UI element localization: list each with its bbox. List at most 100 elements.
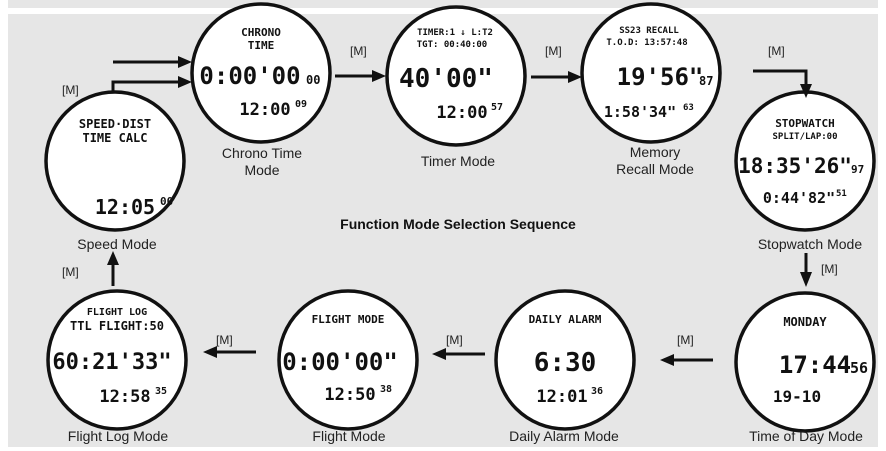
lcd-main: 18:35'26" bbox=[738, 154, 852, 178]
lcd-split: 0:44'82" bbox=[763, 189, 835, 207]
lcd-line2: T.O.D: 13:57:48 bbox=[606, 38, 687, 48]
lcd-seconds: 57 bbox=[491, 102, 503, 113]
top-banner bbox=[8, 0, 878, 8]
lcd-main-hundredths: 97 bbox=[851, 163, 864, 176]
lcd-main: 6:30 bbox=[534, 348, 597, 378]
lcd-time: 12:50 bbox=[324, 385, 375, 405]
arrow-stopwatch-to-tod bbox=[800, 253, 812, 287]
watch-flight-log-mode: FLIGHT LOG TTL FLIGHT:50 60:21'33" 12:58… bbox=[46, 289, 188, 431]
watch-daily-alarm-mode: DAILY ALARM 6:30 12:01 36 bbox=[494, 289, 636, 431]
lcd-line1: TIMER:1 ↓ L:T2 bbox=[417, 28, 493, 38]
lcd-line1: FLIGHT MODE bbox=[312, 313, 385, 326]
key-label-m: [M] bbox=[62, 265, 79, 279]
lcd-main-hundredths: 87 bbox=[699, 74, 713, 88]
key-label-m: [M] bbox=[62, 83, 79, 97]
lcd-seconds: 00 bbox=[160, 195, 173, 208]
arrowhead bbox=[203, 346, 217, 358]
lcd-seconds: 09 bbox=[295, 99, 307, 110]
caption-memory-line1: Memory bbox=[630, 144, 681, 160]
lcd-time: 12:01 bbox=[536, 387, 587, 407]
lcd-split-hundredths: 63 bbox=[683, 103, 694, 113]
lcd-main: 60:21'33" bbox=[52, 350, 171, 375]
lcd-main-hundredths: 00 bbox=[306, 73, 320, 87]
lcd-time: 12:05 bbox=[95, 195, 155, 219]
lcd-line1: FLIGHT LOG bbox=[87, 307, 147, 318]
lcd-main: 17:44 bbox=[779, 351, 851, 379]
arrowhead bbox=[800, 272, 812, 287]
watch-face bbox=[494, 289, 636, 431]
caption-flight-log-mode: Flight Log Mode bbox=[68, 428, 169, 444]
lcd-main: 40'00" bbox=[399, 64, 493, 94]
caption-time-of-day-mode: Time of Day Mode bbox=[749, 428, 863, 444]
watch-face bbox=[46, 289, 188, 431]
arrow-chrono-to-timer bbox=[335, 70, 386, 82]
lcd-seconds: 38 bbox=[380, 384, 392, 395]
arrowhead bbox=[178, 76, 192, 88]
watch-face bbox=[44, 90, 186, 232]
lcd-main: 0:00'00 bbox=[199, 62, 300, 90]
lcd-line2: TGT: 00:40:00 bbox=[417, 40, 487, 50]
caption-chrono-line1: Chrono Time bbox=[222, 145, 302, 161]
lcd-seconds: 35 bbox=[155, 386, 167, 397]
arrow-flight-to-flightlog bbox=[203, 346, 256, 358]
caption-daily-alarm-mode: Daily Alarm Mode bbox=[509, 428, 619, 444]
lcd-line1: DAILY ALARM bbox=[529, 313, 602, 326]
lcd-line2: SPLIT/LAP:00 bbox=[772, 132, 837, 142]
key-label-m: [M] bbox=[350, 44, 367, 58]
lcd-line1: STOPWATCH bbox=[775, 117, 835, 130]
watch-speed-mode: SPEED·DIST TIME CALC 12:05 00 bbox=[44, 90, 186, 232]
arrow-line-lower bbox=[111, 80, 180, 93]
key-label-m: [M] bbox=[768, 44, 785, 58]
caption-speed-mode: Speed Mode bbox=[77, 236, 157, 252]
key-label-m: [M] bbox=[545, 44, 562, 58]
lcd-line1: SPEED·DIST bbox=[79, 117, 151, 131]
watch-stopwatch-mode: STOPWATCH SPLIT/LAP:00 18:35'26" 97 0:44… bbox=[734, 90, 876, 232]
lcd-line1: SS23 RECALL bbox=[619, 26, 679, 36]
caption-flight-mode: Flight Mode bbox=[312, 428, 385, 444]
watch-face bbox=[190, 2, 332, 144]
key-label-m: [M] bbox=[821, 262, 838, 276]
lcd-line2: TTL FLIGHT:50 bbox=[70, 319, 164, 333]
arrow-timer-to-memory bbox=[531, 71, 582, 83]
caption-timer-mode: Timer Mode bbox=[421, 153, 495, 169]
lcd-main: 19'56" bbox=[617, 63, 704, 91]
lcd-line1: MONDAY bbox=[783, 315, 827, 329]
arrowhead bbox=[178, 56, 192, 68]
watch-memory-recall-mode: SS23 RECALL T.O.D: 13:57:48 19'56" 87 1:… bbox=[580, 2, 722, 144]
arrowhead bbox=[372, 70, 386, 82]
lcd-time: 12:58 bbox=[99, 387, 150, 407]
lcd-date: 19-10 bbox=[773, 387, 821, 406]
key-label-m: [M] bbox=[216, 333, 233, 347]
arrow-tod-to-alarm bbox=[660, 354, 713, 366]
caption-stopwatch-mode: Stopwatch Mode bbox=[758, 236, 862, 252]
caption-memory-line2: Recall Mode bbox=[616, 161, 694, 177]
watch-face bbox=[277, 289, 419, 431]
lcd-split: 1:58'34" bbox=[604, 103, 676, 121]
arrow-memory-to-stopwatch bbox=[753, 69, 812, 98]
lcd-main-seconds: 56 bbox=[850, 359, 868, 377]
lcd-time: 12:00 bbox=[239, 100, 290, 120]
watch-face bbox=[580, 2, 722, 144]
key-label-m: [M] bbox=[446, 333, 463, 347]
arrowhead bbox=[432, 348, 446, 360]
arrowhead bbox=[660, 354, 674, 366]
key-label-m: [M] bbox=[677, 333, 694, 347]
caption-chrono-line2: Mode bbox=[244, 162, 279, 178]
arrowhead bbox=[800, 84, 812, 98]
watch-time-of-day-mode: MONDAY 17:44 56 19-10 bbox=[734, 291, 876, 433]
diagram-title: Function Mode Selection Sequence bbox=[340, 216, 576, 232]
watch-chrono-time-mode: CHRONO TIME 0:00'00 00 12:00 09 bbox=[190, 2, 332, 144]
lcd-main: 0:00'00" bbox=[282, 348, 398, 376]
arrowhead bbox=[568, 71, 582, 83]
watch-face bbox=[385, 5, 527, 147]
lcd-line1: CHRONO bbox=[241, 26, 281, 39]
watch-face bbox=[734, 291, 876, 433]
lcd-split-hundredths: 51 bbox=[836, 189, 847, 199]
watch-timer-mode: TIMER:1 ↓ L:T2 TGT: 00:40:00 40'00" 12:0… bbox=[385, 5, 527, 147]
arrow-flightlog-to-speed bbox=[107, 251, 119, 286]
arrow-speed-to-chrono bbox=[111, 56, 192, 93]
arrow-line bbox=[753, 69, 808, 84]
watch-flight-mode: FLIGHT MODE 0:00'00" 12:50 38 bbox=[277, 289, 419, 431]
lcd-seconds: 36 bbox=[591, 386, 603, 397]
